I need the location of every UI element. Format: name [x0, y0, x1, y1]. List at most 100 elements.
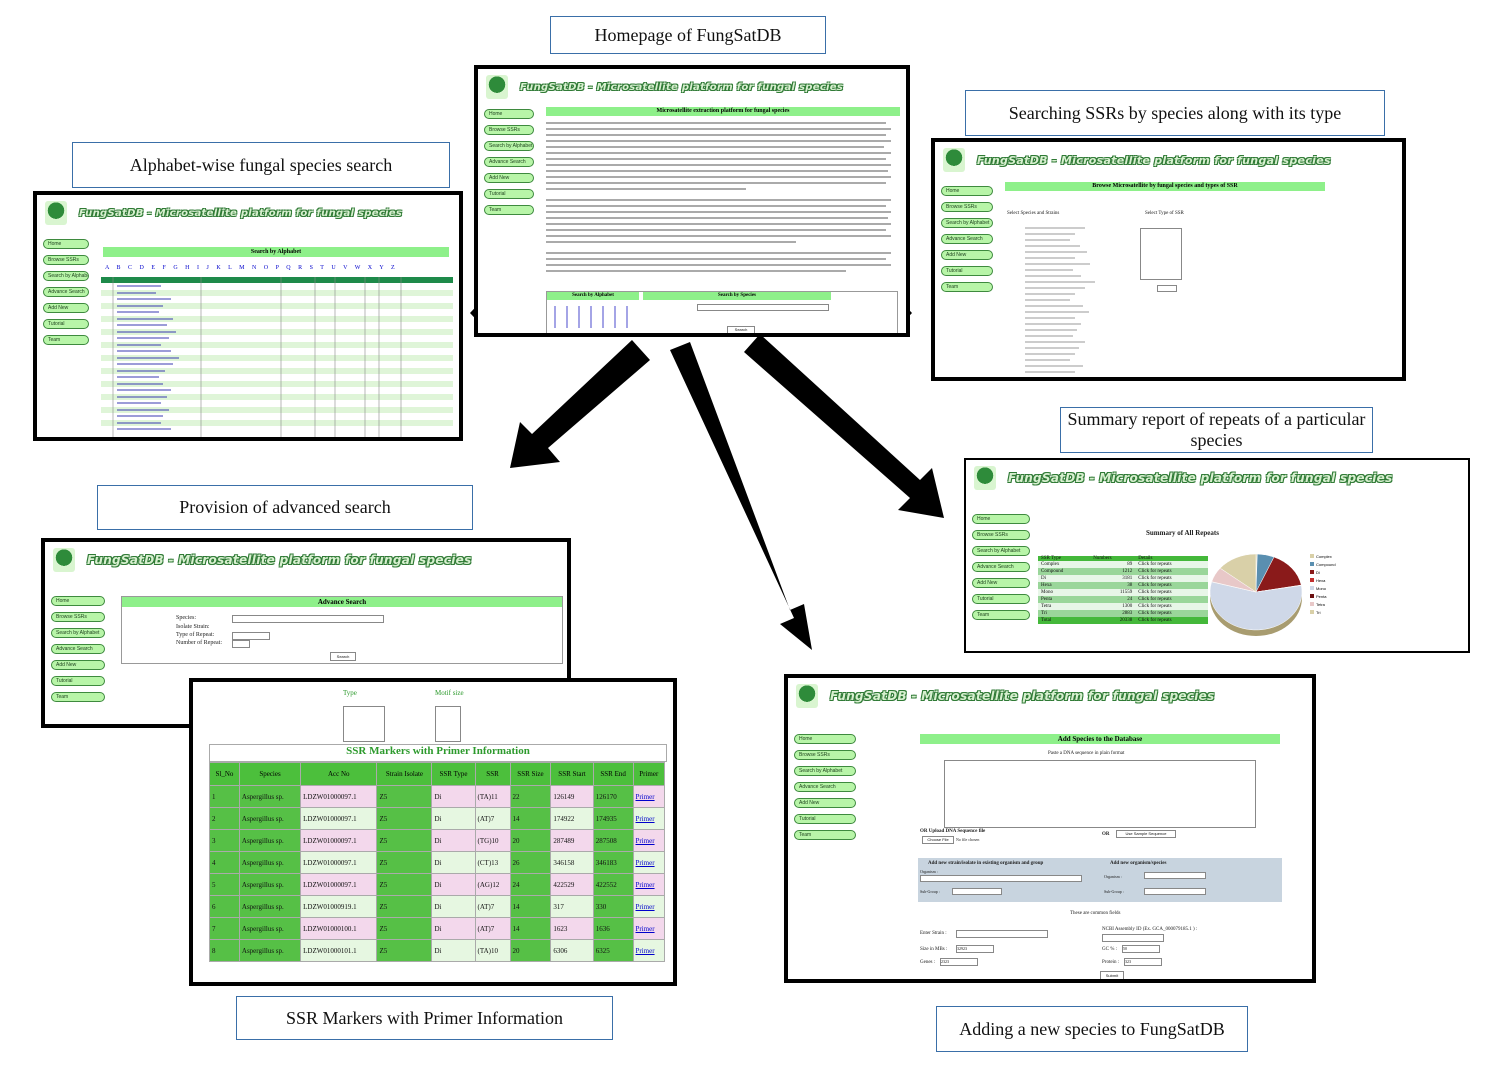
- sample-sequence-button[interactable]: Use Sample Sequence: [1116, 830, 1176, 838]
- primer-link[interactable]: Primer: [635, 792, 655, 801]
- ssr-td[interactable]: Primer: [632, 895, 665, 918]
- subgroup-select[interactable]: [952, 888, 1002, 895]
- nav-advance[interactable]: Advance Search: [484, 157, 534, 167]
- nav-browse[interactable]: Browse SSRs: [794, 750, 856, 760]
- nav-team[interactable]: Team: [484, 205, 534, 215]
- primer-link[interactable]: Primer: [635, 814, 655, 823]
- nav-home[interactable]: Home: [972, 514, 1030, 524]
- ssr-td: LDZW01000097.1: [300, 851, 378, 874]
- organism-select[interactable]: [920, 875, 1082, 882]
- nav-tutorial[interactable]: Tutorial: [51, 676, 105, 686]
- ssr-td[interactable]: Primer: [632, 807, 665, 830]
- size-input[interactable]: 32923: [956, 945, 994, 953]
- nav-add[interactable]: Add New: [51, 660, 105, 670]
- repeat-number-input[interactable]: [232, 640, 250, 648]
- nav-home[interactable]: Home: [484, 109, 534, 119]
- primer-link[interactable]: Primer: [635, 902, 655, 911]
- primer-link[interactable]: Primer: [635, 946, 655, 955]
- nav-alphabet[interactable]: Search by Alphabet: [972, 546, 1030, 556]
- nav-home[interactable]: Home: [43, 239, 89, 249]
- repeats-link[interactable]: Click for repeats: [1135, 575, 1208, 582]
- nav-tutorial[interactable]: Tutorial: [794, 814, 856, 824]
- new-subgroup-input[interactable]: [1144, 888, 1206, 895]
- nav-alphabet[interactable]: Search by Alphabet: [484, 141, 534, 151]
- nav-advance[interactable]: Advance Search: [43, 287, 89, 297]
- nav-team[interactable]: Team: [794, 830, 856, 840]
- nav-advance[interactable]: Advance Search: [51, 644, 105, 654]
- search-button[interactable]: [1157, 285, 1177, 292]
- gc-input[interactable]: 50: [1122, 945, 1160, 953]
- repeats-link[interactable]: Click for repeats: [1135, 603, 1208, 610]
- ssr-td[interactable]: Primer: [632, 785, 665, 808]
- submit-button[interactable]: Submit: [1100, 971, 1124, 979]
- nav-alphabet[interactable]: Search by Alphabet: [43, 271, 89, 281]
- motif-select-list[interactable]: [435, 706, 461, 742]
- species-select[interactable]: [697, 304, 829, 311]
- nav-browse[interactable]: Browse SSRs: [941, 202, 993, 212]
- ssr-type-list[interactable]: [1140, 228, 1182, 280]
- nav-advance[interactable]: Advance Search: [941, 234, 993, 244]
- nav-add[interactable]: Add New: [941, 250, 993, 260]
- species-tree[interactable]: [1015, 224, 1135, 379]
- strain-input[interactable]: [956, 930, 1048, 938]
- nav-tutorial[interactable]: Tutorial: [484, 189, 534, 199]
- repeats-link[interactable]: Click for repeats: [1135, 596, 1208, 603]
- arrow-to-add-species: [670, 342, 812, 650]
- repeats-link[interactable]: Click for repeats: [1135, 610, 1208, 617]
- repeats-link[interactable]: Click for repeats: [1135, 589, 1208, 596]
- ssr-cell: Di: [434, 946, 442, 955]
- protein-input[interactable]: 323: [1124, 958, 1162, 966]
- nav-home[interactable]: Home: [941, 186, 993, 196]
- nav-alphabet[interactable]: Search by Alphabet: [51, 628, 105, 638]
- primer-link[interactable]: Primer: [635, 858, 655, 867]
- repeats-link[interactable]: Click for repeats: [1135, 617, 1208, 624]
- nav-browse[interactable]: Browse SSRs: [972, 530, 1030, 540]
- species-select[interactable]: [232, 615, 384, 623]
- alphabet-links[interactable]: [551, 304, 641, 332]
- nav-team[interactable]: Team: [972, 610, 1030, 620]
- primer-link[interactable]: Primer: [635, 924, 655, 933]
- ssr-td[interactable]: Primer: [632, 829, 665, 852]
- nav-team[interactable]: Team: [941, 282, 993, 292]
- nav-add[interactable]: Add New: [484, 173, 534, 183]
- nav-advance[interactable]: Advance Search: [794, 782, 856, 792]
- legend-label: Di: [1316, 570, 1320, 575]
- page-heading: Search by Alphabet: [103, 247, 449, 257]
- primer-link[interactable]: Primer: [635, 836, 655, 845]
- ncbi-input[interactable]: [1102, 934, 1164, 942]
- nav-alphabet[interactable]: Search by Alphabet: [941, 218, 993, 228]
- nav-team[interactable]: Team: [43, 335, 89, 345]
- repeat-type-select[interactable]: [232, 632, 270, 640]
- type-select-list[interactable]: [343, 706, 385, 742]
- ssr-td[interactable]: Primer: [632, 873, 665, 896]
- repeats-link[interactable]: Click for repeats: [1135, 561, 1208, 568]
- nav-advance[interactable]: Advance Search: [972, 562, 1030, 572]
- alphabet-links[interactable]: A B C D E F G H I J K L M N O P Q R S T …: [105, 265, 395, 271]
- search-button[interactable]: Search: [330, 652, 356, 661]
- new-organism-input[interactable]: [1144, 872, 1206, 879]
- ssr-td[interactable]: Primer: [632, 939, 665, 962]
- nav-alphabet[interactable]: Search by Alphabet: [794, 766, 856, 776]
- ssr-td[interactable]: Primer: [632, 917, 665, 940]
- ssr-td[interactable]: Primer: [632, 851, 665, 874]
- search-button[interactable]: Search: [727, 326, 755, 333]
- nav-team[interactable]: Team: [51, 692, 105, 702]
- genes-input[interactable]: 2323: [940, 958, 978, 966]
- nav-browse[interactable]: Browse SSRs: [43, 255, 89, 265]
- nav-tutorial[interactable]: Tutorial: [43, 319, 89, 329]
- sequence-textarea[interactable]: [944, 760, 1256, 828]
- nav-add[interactable]: Add New: [972, 578, 1030, 588]
- nav-add[interactable]: Add New: [43, 303, 89, 313]
- repeats-link[interactable]: Click for repeats: [1135, 568, 1208, 575]
- nav-browse[interactable]: Browse SSRs: [51, 612, 105, 622]
- repeats-link[interactable]: Click for repeats: [1135, 582, 1208, 589]
- nav-home[interactable]: Home: [794, 734, 856, 744]
- primer-link[interactable]: Primer: [635, 880, 655, 889]
- nav-browse[interactable]: Browse SSRs: [484, 125, 534, 135]
- choose-file-button[interactable]: Choose File: [922, 836, 954, 844]
- nav-tutorial[interactable]: Tutorial: [941, 266, 993, 276]
- nav-home[interactable]: Home: [51, 596, 105, 606]
- nav-add[interactable]: Add New: [794, 798, 856, 808]
- nav-tutorial[interactable]: Tutorial: [972, 594, 1030, 604]
